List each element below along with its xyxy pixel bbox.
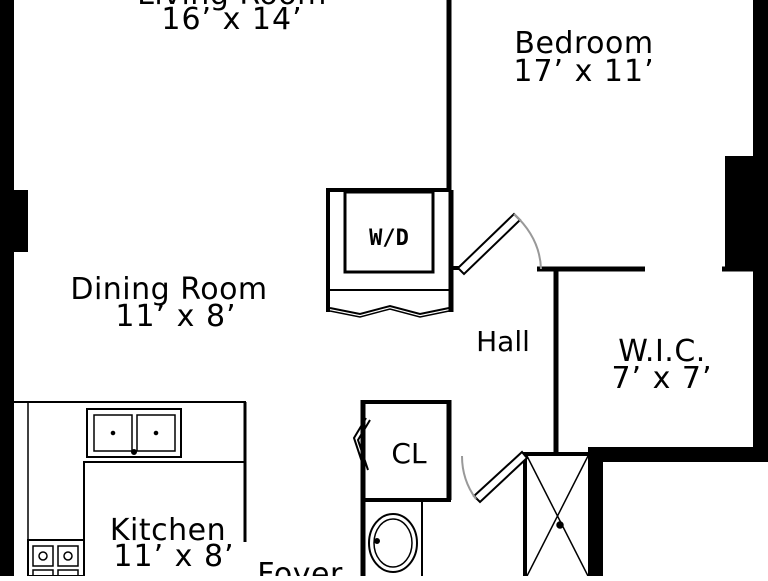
wd-closet-outline [326,188,451,312]
sink-basin-right [136,414,176,452]
right-outer-wall [753,0,768,462]
bathroom-vanity [368,500,423,576]
bottom-right-wall [588,447,768,462]
closet-label: CL [391,437,427,470]
left-outer-wall [0,0,14,576]
linen-center [556,521,564,529]
sink-drain-left [110,430,116,436]
living-room-dims: 16’ x 14’ [161,2,302,37]
dining-room-name: Dining Room [70,272,267,307]
wic-name: W.I.C. [618,334,706,369]
wic-dims: 7’ x 7’ [611,361,712,396]
sink-drain-right [153,430,159,436]
sink-basin-left [93,414,133,452]
burner-1-knob [38,551,48,561]
room-labels: Living Room 16’ x 14’ Bedroom 17’ x 11’ … [70,0,712,581]
vanity-basin-inner [373,518,413,568]
vanity-faucet [374,538,380,544]
burner-2-knob [63,551,73,561]
cl-bifold-door [352,417,371,471]
dining-room-dims: 11’ x 8’ [115,299,236,334]
closet-door-swing [461,455,477,500]
linen-closet [526,455,589,577]
washer-dryer-label: W/D [369,226,409,251]
foyer-label: Foyer [257,557,343,576]
wd-unit [343,190,435,274]
kitchen-sink [86,408,182,458]
living-room-name: Living Room [137,0,327,12]
kitchen-counter-outline [14,401,246,576]
kitchen-dims: 11’ x 8’ [113,539,234,574]
wd-bifold-doors-inner [329,308,450,318]
right-wall-pilaster [725,156,755,270]
bedroom-name: Bedroom [514,26,653,61]
sink-faucet [131,449,137,455]
left-wall-pilaster [0,190,28,252]
burner-1 [32,545,54,567]
bedroom-door-leaf [456,212,522,276]
bedroom-dims: 17’ x 11’ [513,54,654,89]
linen-x-2 [526,455,589,577]
hall-label: Hall [476,325,530,358]
interior-walls [243,0,755,576]
closet-door-leaf [472,450,529,504]
doors [352,212,542,504]
burner-2 [57,545,79,567]
kitchen-name: Kitchen [110,513,226,548]
washer-dryer-closet [326,188,451,318]
kitchen-fixtures [14,401,246,581]
wd-bifold-doors [329,304,450,316]
bedroom-door-swing [513,213,542,270]
vanity-basin-outer [368,513,418,573]
bottom-right-return-wall [588,447,603,576]
